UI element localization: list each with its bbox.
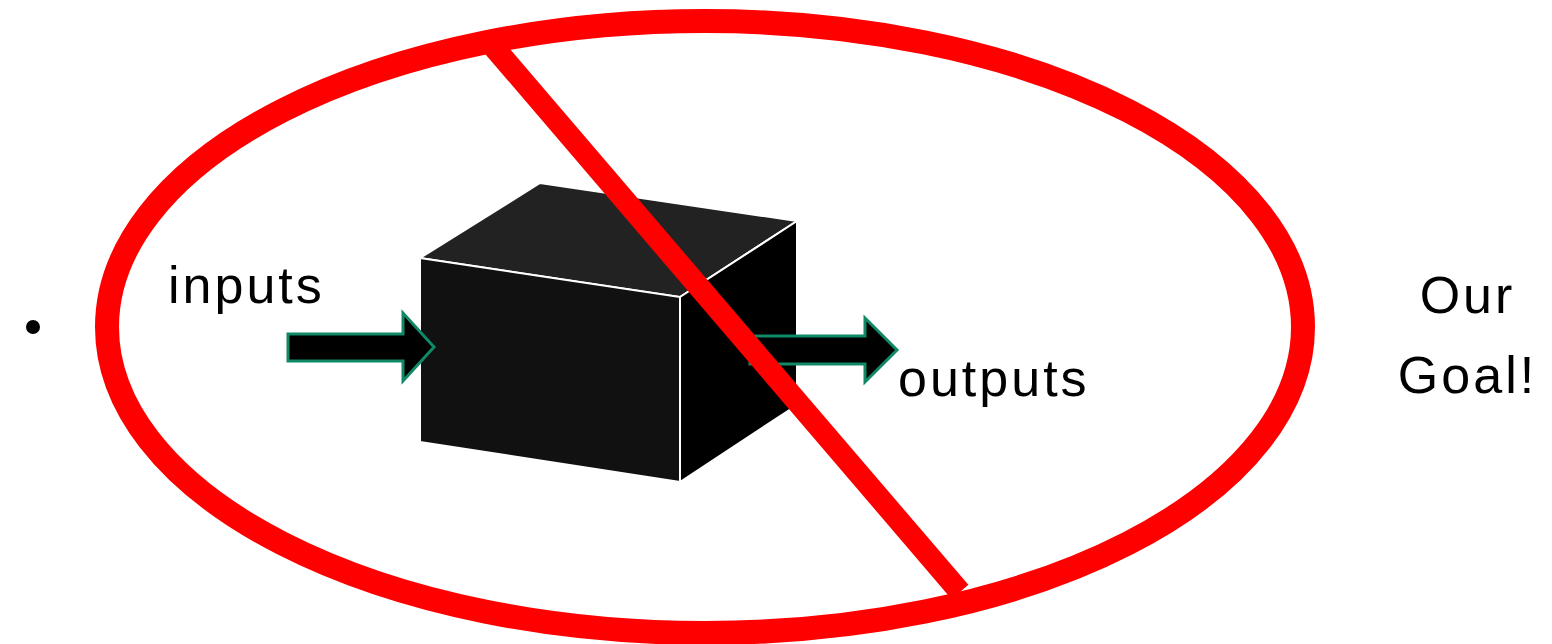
output-label: outputs [898,338,1090,418]
input-label: inputs [168,245,325,325]
prohibition-slash [492,45,960,592]
bullet-dot [26,320,40,334]
prohibition-ellipse [107,21,1303,633]
goal-note: Our Goal! [1390,255,1545,415]
input-arrow [288,313,434,381]
